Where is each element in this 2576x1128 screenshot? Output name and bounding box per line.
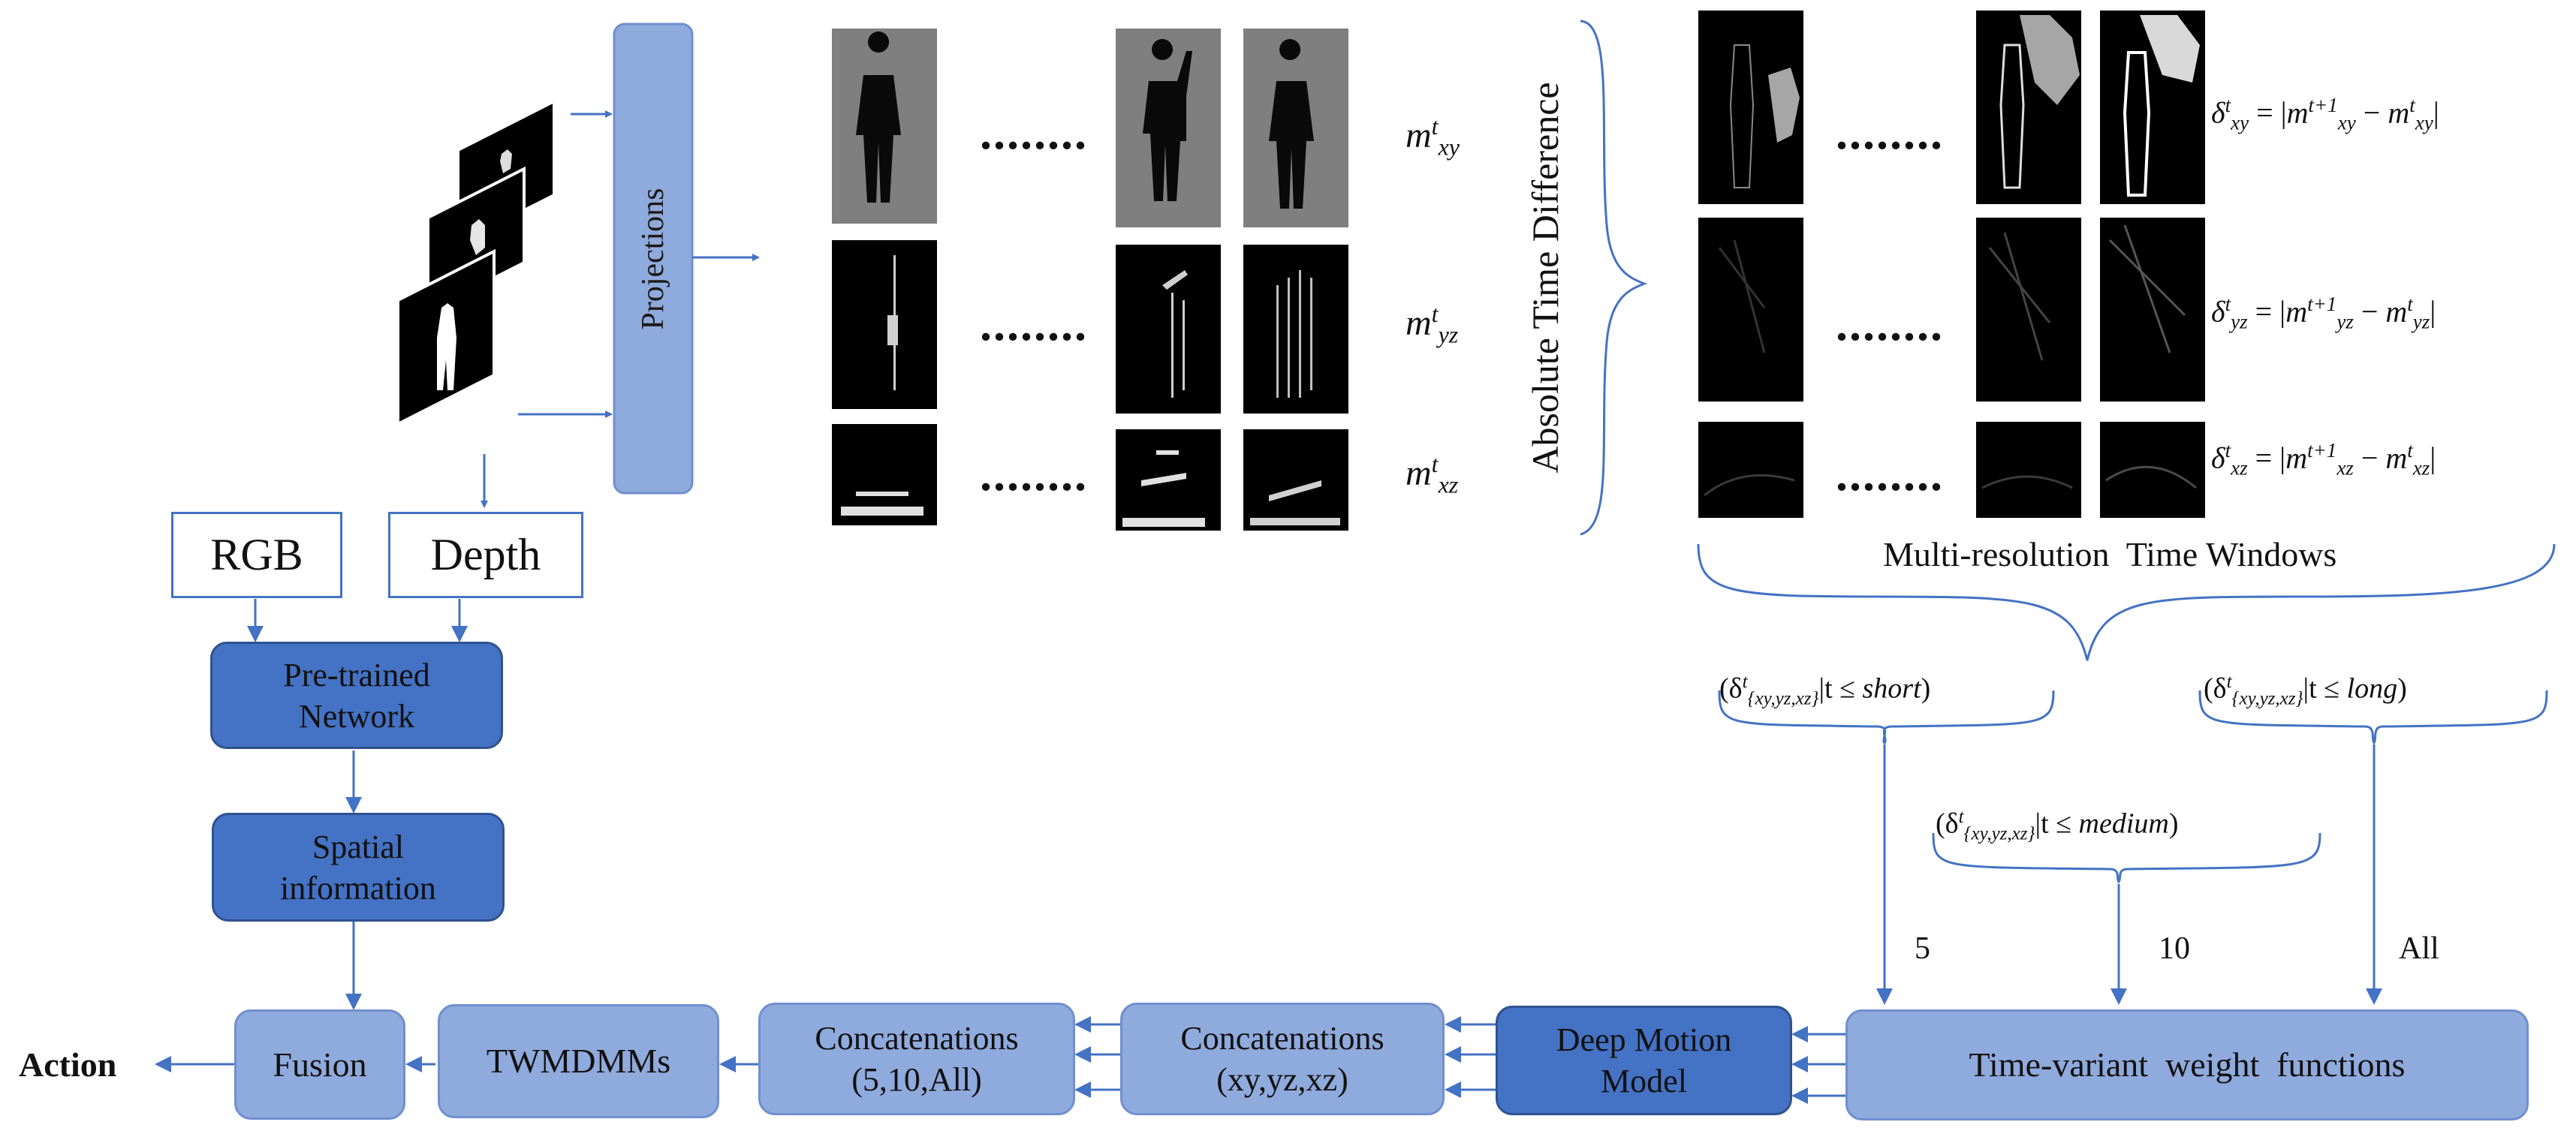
ellipsis-diff-xy: ........ xyxy=(1836,106,1944,159)
difference-yz-row xyxy=(1698,218,2205,402)
absolute-time-difference-label: Absolute Time Difference xyxy=(1524,82,1566,474)
short-window-brace xyxy=(1718,690,2055,745)
medium-window-brace xyxy=(1932,832,2321,884)
ellipsis-diff-xz: ........ xyxy=(1836,447,1944,501)
ellipsis-yz: ........ xyxy=(980,297,1088,350)
label-m-xy: mtxy xyxy=(1406,113,1460,161)
label-m-yz: mtyz xyxy=(1406,300,1459,348)
window-medium-expression: (δt{xy,yz,xz}|t ≤ medium) xyxy=(1936,807,2179,844)
ellipsis-diff-yz: ........ xyxy=(1836,297,1944,350)
fusion-box: Fusion xyxy=(234,1009,405,1120)
depth-input-box: Depth xyxy=(388,512,583,598)
ellipsis-xz: ........ xyxy=(980,447,1088,501)
window-value-all: All xyxy=(2399,931,2439,966)
concat-windows-box: Concatenations(5,10,All) xyxy=(758,1003,1075,1115)
long-window-brace xyxy=(2198,690,2548,745)
arrows-concat-xyz-to-concat-windows xyxy=(1074,1016,1120,1098)
rgb-input-box: RGB xyxy=(171,512,342,598)
time-variant-weight-functions-box: Time-variant weight functions xyxy=(1845,1009,2529,1120)
ellipsis-xy: ........ xyxy=(980,106,1088,159)
projections-label: Projections xyxy=(636,188,670,330)
equation-delta-xz: δtxz = |mt+1xz − mtxz| xyxy=(2211,439,2436,480)
action-label: Action xyxy=(19,1045,117,1084)
projection-yz-row xyxy=(832,240,1348,414)
window-value-short: 5 xyxy=(1915,931,1930,966)
equation-delta-xy: δtxy = |mt+1xy − mtxy| xyxy=(2211,94,2439,134)
equation-delta-yz: δtyz = |mt+1yz − mtyz| xyxy=(2211,293,2436,333)
window-value-medium: 10 xyxy=(2159,931,2190,966)
window-short-expression: (δt{xy,yz,xz}|t ≤ short) xyxy=(1719,672,1931,709)
multi-resolution-label: Multi-resolution Time Windows xyxy=(1883,535,2337,573)
multi-resolution-brace xyxy=(1697,543,2556,661)
label-m-xz: mtxz xyxy=(1406,450,1459,498)
arrows-dmm-to-concat-xyz xyxy=(1445,1016,1496,1098)
window-long-expression: (δt{xy,yz,xz}|t ≤ long) xyxy=(2204,672,2407,709)
difference-xy-row xyxy=(1698,11,2205,204)
twmdmms-box: TWMDMMs xyxy=(438,1004,719,1118)
arrows-time-variant-to-dmm xyxy=(1791,1026,1845,1104)
projection-xz-row xyxy=(832,424,1348,531)
depth-frame-stack xyxy=(396,98,556,427)
time-difference-brace xyxy=(1580,20,1648,536)
projection-xy-row xyxy=(832,29,1348,227)
difference-xz-row xyxy=(1698,422,2205,518)
concat-xyz-box: Concatenations(xy,yz,xz) xyxy=(1120,1003,1445,1115)
